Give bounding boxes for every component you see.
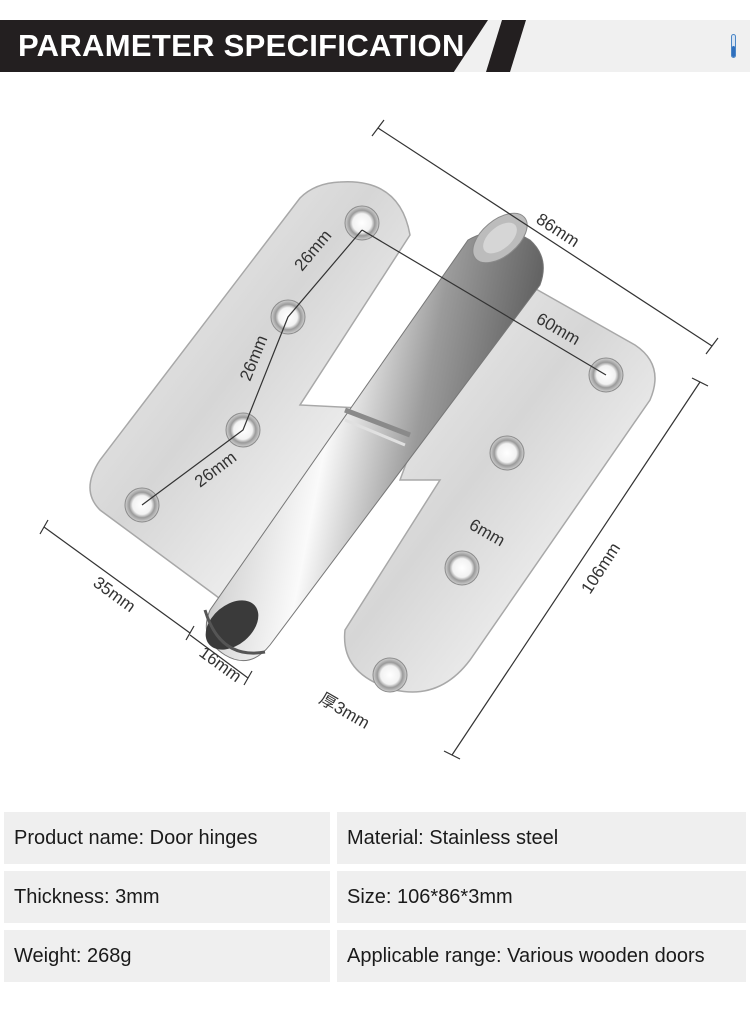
spec-thickness: Thickness: 3mm xyxy=(4,871,330,923)
spec-size: Size: 106*86*3mm xyxy=(337,871,746,923)
spec-table: Product name: Door hinges Material: Stai… xyxy=(4,812,746,989)
hinge-diagram: 86mm 106mm 26mm 26mm 26mm 60mm 6mm 35mm … xyxy=(39,119,719,760)
spec-row: Product name: Door hinges Material: Stai… xyxy=(4,812,746,864)
label-thickness: 厚3mm xyxy=(316,689,373,733)
label-35mm: 35mm xyxy=(90,573,139,616)
spec-row: Thickness: 3mm Size: 106*86*3mm xyxy=(4,871,746,923)
dimension-lines xyxy=(39,119,719,760)
spec-applicable-range: Applicable range: Various wooden doors xyxy=(337,930,746,982)
page-title: PARAMETER SPECIFICATION xyxy=(18,28,465,63)
spec-row: Weight: 268g Applicable range: Various w… xyxy=(4,930,746,982)
header-dark-band xyxy=(0,20,488,72)
header-accent-stripe xyxy=(486,20,526,72)
spec-weight: Weight: 268g xyxy=(4,930,330,982)
spec-product-name: Product name: Door hinges xyxy=(4,812,330,864)
header-bar: PARAMETER SPECIFICATION xyxy=(0,20,750,72)
spec-material: Material: Stainless steel xyxy=(337,812,746,864)
right-hinge-leaf xyxy=(343,279,656,693)
scroll-indicator[interactable] xyxy=(731,34,736,58)
hinge-knuckle xyxy=(203,212,544,662)
hinge-figure: 86mm 106mm 26mm 26mm 26mm 60mm 6mm 35mm … xyxy=(0,90,750,790)
label-106mm: 106mm xyxy=(577,539,624,597)
